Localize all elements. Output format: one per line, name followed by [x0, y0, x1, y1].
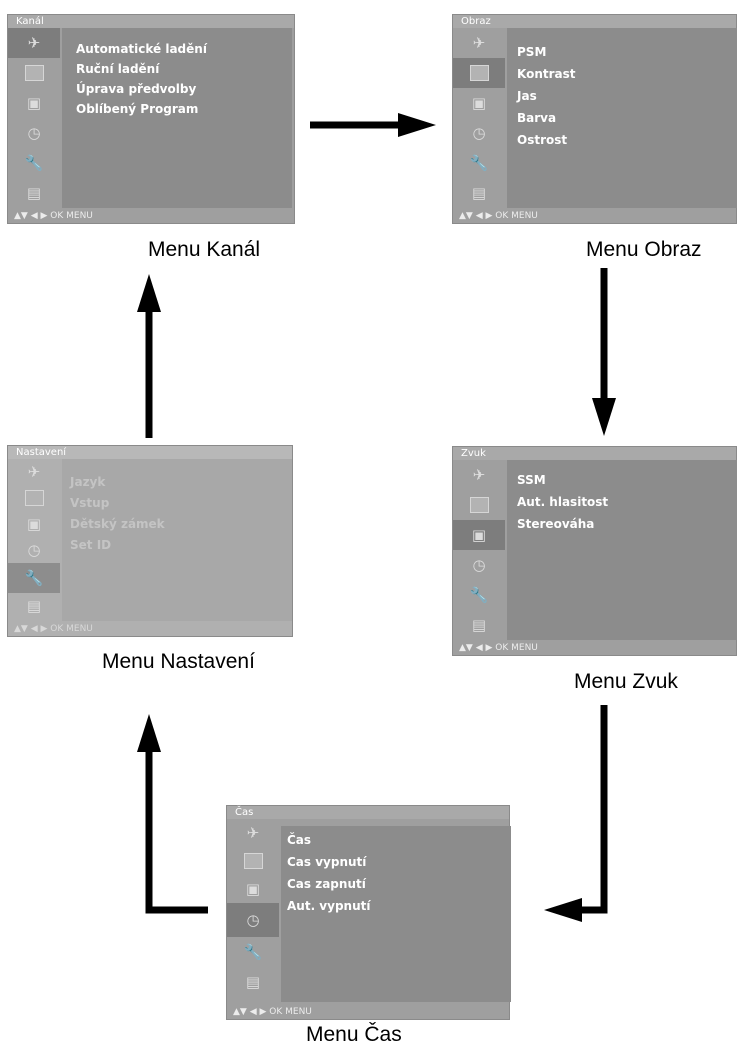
caption-kanal: Menu Kanál: [148, 238, 261, 261]
satellite-icon[interactable]: ✈: [246, 823, 260, 842]
caption-zvuk: Menu Zvuk: [574, 670, 678, 693]
menu-item[interactable]: Aut. hlasitost: [517, 495, 609, 509]
osd-content-panel: [62, 28, 292, 208]
speaker-icon[interactable]: ▣: [26, 93, 42, 112]
menu-item[interactable]: Jazyk: [70, 475, 106, 489]
osd-footer-hints: ▲▼ ◀ ▶ OK MENU: [14, 624, 93, 634]
caption-cas: Menu Čas: [306, 1023, 402, 1046]
menu-item[interactable]: Cas vypnutí: [287, 855, 367, 869]
osd-title: Zvuk: [453, 447, 736, 460]
osd-footer-hints: ▲▼ ◀ ▶ OK MENU: [233, 1007, 312, 1017]
picture-icon[interactable]: [453, 490, 505, 520]
arrow-kanal-to-obraz: [310, 113, 436, 137]
clock-icon[interactable]: ◷: [472, 555, 486, 574]
osd-screen-obraz: Obraz ✈ ▣ ◷ 🔧 ▤ PSM Kontrast Jas Barva O…: [452, 14, 737, 224]
osd-screen-nastaveni: Nastavení ✈ ▣ ◷ 🔧 ▤ Jazyk Vstup Dětský z…: [7, 445, 293, 637]
menu-item[interactable]: Ostrost: [517, 133, 568, 147]
clock-icon[interactable]: ◷: [27, 540, 41, 559]
picture-icon[interactable]: [227, 847, 279, 875]
clock-icon[interactable]: ◷: [27, 123, 41, 142]
caption-obraz: Menu Obraz: [586, 238, 702, 261]
osd-footer-hints: ▲▼ ◀ ▶ OK MENU: [459, 211, 538, 221]
speaker-icon[interactable]: ▣: [26, 514, 42, 533]
wrench-icon[interactable]: 🔧: [243, 942, 263, 961]
satellite-icon[interactable]: ✈: [472, 33, 486, 52]
satellite-icon[interactable]: ✈: [27, 462, 41, 481]
wrench-icon[interactable]: 🔧: [469, 153, 489, 172]
satellite-icon[interactable]: ✈: [8, 28, 60, 58]
picture-icon[interactable]: [8, 58, 60, 88]
clock-icon[interactable]: ◷: [472, 123, 486, 142]
arrow-nastaveni-to-kanal: [137, 274, 161, 438]
menu-item[interactable]: Jas: [517, 89, 537, 103]
menu-item[interactable]: SSM: [517, 473, 546, 487]
menu-item[interactable]: Stereováha: [517, 517, 595, 531]
menu-item[interactable]: Kontrast: [517, 67, 576, 81]
osd-content-panel: [281, 826, 511, 1002]
osd-screen-zvuk: Zvuk ✈ ▣ ◷ 🔧 ▤ SSM Aut. hlasitost Stereo…: [452, 446, 737, 656]
osd-screen-kanal: Kanál ✈ ▣ ◷ 🔧 ▤ Automatické ladění Ruční…: [7, 14, 295, 224]
osd-title: Obraz: [453, 15, 736, 28]
wrench-icon[interactable]: 🔧: [8, 563, 60, 593]
menu-item[interactable]: Aut. vypnutí: [287, 899, 371, 913]
osd-content-panel: [507, 460, 737, 640]
menu-item[interactable]: Set ID: [70, 538, 112, 552]
lock-icon[interactable]: ▤: [26, 596, 42, 615]
menu-item[interactable]: Ruční ladění: [76, 62, 160, 76]
arrow-zvuk-to-cas: [544, 705, 608, 922]
picture-icon[interactable]: [8, 485, 60, 511]
picture-icon[interactable]: [453, 58, 505, 88]
arrow-obraz-to-zvuk: [592, 268, 616, 436]
menu-item[interactable]: Čas: [287, 833, 312, 847]
speaker-icon[interactable]: ▣: [245, 879, 261, 898]
osd-screen-cas: Čas ✈ ▣ ◷ 🔧 ▤ Čas Cas vypnutí Cas zapnut…: [226, 805, 511, 1020]
osd-content-panel: [507, 28, 737, 208]
osd-content-panel: [62, 459, 292, 621]
satellite-icon[interactable]: ✈: [472, 465, 486, 484]
wrench-icon[interactable]: 🔧: [469, 585, 489, 604]
caption-nastaveni: Menu Nastavení: [102, 650, 255, 673]
speaker-icon[interactable]: ▣: [471, 93, 487, 112]
lock-icon[interactable]: ▤: [245, 972, 261, 991]
wrench-icon[interactable]: 🔧: [24, 153, 44, 172]
menu-item[interactable]: Úprava předvolby: [76, 82, 197, 96]
lock-icon[interactable]: ▤: [471, 615, 487, 634]
menu-item[interactable]: Cas zapnutí: [287, 877, 366, 891]
osd-title: Kanál: [8, 15, 294, 28]
menu-item[interactable]: Barva: [517, 111, 557, 125]
clock-icon[interactable]: ◷: [227, 903, 279, 937]
osd-footer-hints: ▲▼ ◀ ▶ OK MENU: [14, 211, 93, 221]
menu-item[interactable]: PSM: [517, 45, 547, 59]
arrow-cas-to-nastaveni: [137, 714, 208, 914]
osd-title: Nastavení: [8, 446, 292, 459]
menu-item[interactable]: Dětský zámek: [70, 517, 165, 531]
menu-item[interactable]: Oblíbený Program: [76, 102, 199, 116]
lock-icon[interactable]: ▤: [471, 183, 487, 202]
speaker-icon[interactable]: ▣: [453, 520, 505, 550]
menu-item[interactable]: Automatické ladění: [76, 42, 207, 56]
menu-item[interactable]: Vstup: [70, 496, 110, 510]
lock-icon[interactable]: ▤: [26, 183, 42, 202]
osd-title: Čas: [227, 806, 509, 819]
osd-footer-hints: ▲▼ ◀ ▶ OK MENU: [459, 643, 538, 653]
